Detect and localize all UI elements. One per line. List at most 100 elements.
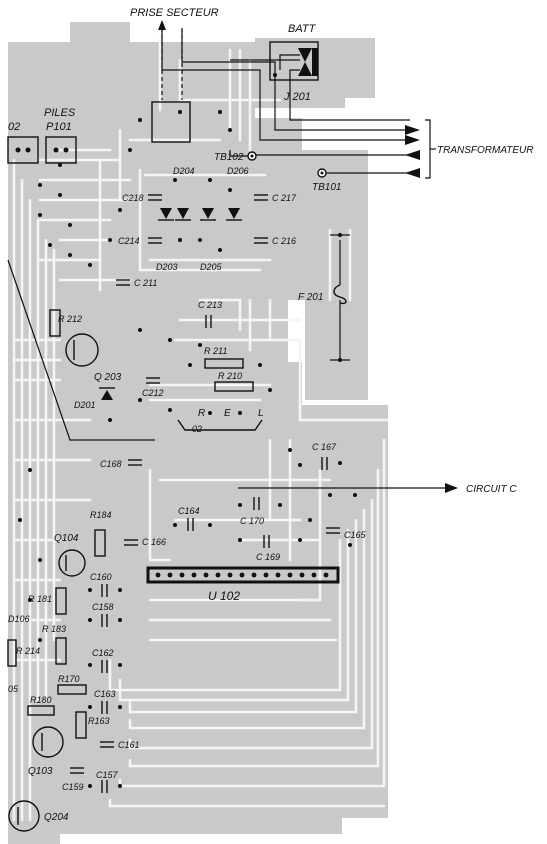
- fuse-f201: [333, 284, 347, 305]
- label-c163: C163: [94, 689, 116, 699]
- j201-box: [269, 41, 319, 81]
- label-c158: C158: [92, 602, 114, 612]
- label-c157: C157: [96, 770, 119, 780]
- p02-connector: [7, 136, 39, 164]
- label-c168: C168: [100, 459, 122, 469]
- label-c214: C214: [118, 236, 140, 246]
- label-r184: R184: [90, 510, 112, 520]
- label-u102: U 102: [208, 589, 240, 603]
- capacitor-c165: [326, 527, 340, 534]
- resistor-r211: [204, 358, 244, 369]
- diode-d203: [175, 208, 191, 221]
- solder-pads: [18, 73, 357, 788]
- capacitor-c216: [254, 237, 268, 244]
- capacitor-c168: [128, 459, 142, 466]
- capacitor-c218: [148, 194, 162, 201]
- capacitor-c162: [101, 660, 108, 673]
- label-j201: J 201: [283, 91, 311, 103]
- wiring: [7, 28, 450, 489]
- p101-connector: [45, 136, 77, 164]
- label-pin-02: 02: [192, 424, 202, 434]
- label-q203: Q 203: [94, 372, 122, 383]
- label-q204: Q204: [44, 812, 69, 823]
- label-f201: F 201: [298, 292, 323, 303]
- capacitor-c158: [101, 614, 108, 627]
- label-c170: C 170: [240, 516, 264, 526]
- label-r183: R 183: [42, 624, 66, 634]
- rel-connector: [177, 419, 263, 431]
- label-pin-e: E: [224, 408, 231, 419]
- diode-d206: [226, 208, 242, 221]
- transformateur-arrows: [405, 119, 436, 179]
- text-labels: PRISE SECTEUR BATT J 201 PILES P101 02 T…: [8, 7, 533, 823]
- label-pin-r: R: [198, 408, 205, 419]
- capacitor-c160: [101, 584, 108, 597]
- label-pin-l: L: [258, 408, 264, 419]
- resistor-r183: [55, 637, 67, 665]
- diode-d205: [200, 208, 216, 221]
- resistor-r184: [94, 529, 106, 557]
- label-r214: R 214: [16, 646, 40, 656]
- capacitor-c169: [263, 535, 270, 548]
- label-d205: D205: [200, 262, 223, 272]
- label-r211: R 211: [204, 346, 227, 356]
- label-r181: R 181: [28, 594, 52, 604]
- label-r170: R170: [58, 674, 80, 684]
- capacitor-c164: [187, 518, 194, 531]
- capacitor-c217: [254, 194, 268, 201]
- label-c160: C160: [90, 572, 112, 582]
- arrow-3: [405, 150, 420, 160]
- label-c217: C 217: [272, 193, 297, 203]
- label-p02: 02: [8, 121, 20, 133]
- label-p101: P101: [46, 121, 72, 133]
- label-batt: BATT: [288, 23, 317, 35]
- label-c159: C159: [62, 782, 84, 792]
- circuit-c-arrow: [445, 483, 458, 493]
- resistor-r214: [7, 639, 17, 667]
- resistor-r180: [27, 705, 55, 716]
- resistor-r163: [75, 711, 87, 739]
- capacitor-c167: [321, 457, 328, 470]
- transistor-q104: [58, 549, 86, 577]
- transformateur-bracket: [425, 119, 431, 179]
- label-q103: Q103: [28, 766, 53, 777]
- label-d201: D201: [74, 400, 96, 410]
- arrow-2: [405, 135, 420, 145]
- label-d204: D204: [173, 166, 195, 176]
- prise-secteur-block: [151, 101, 191, 143]
- capacitor-c214: [148, 237, 162, 244]
- label-c169: C 169: [256, 552, 280, 562]
- label-r210: R 210: [218, 371, 242, 381]
- label-r180: R180: [30, 695, 52, 705]
- diode-d204: [158, 208, 174, 221]
- transistor-q103: [32, 726, 64, 758]
- transistor-q204: [8, 800, 40, 832]
- capacitor-c213: [205, 315, 212, 328]
- terminal-tb102: [247, 151, 257, 161]
- label-c211: C 211: [134, 278, 157, 288]
- label-r163: R163: [88, 716, 110, 726]
- batt-connector: [298, 48, 318, 76]
- label-tb101: TB101: [312, 182, 341, 193]
- label-q104: Q104: [54, 533, 79, 544]
- label-d203: D203: [156, 262, 178, 272]
- label-c212: C212: [142, 388, 164, 398]
- prise-arrow: [158, 20, 166, 30]
- resistor-r181: [55, 587, 67, 615]
- capacitor-c212: [146, 377, 160, 384]
- resistor-r210: [214, 381, 254, 392]
- capacitor-c161: [100, 741, 114, 748]
- label-circuit-c: CIRCUIT C: [466, 484, 517, 495]
- label-tb102: TB102: [214, 152, 244, 163]
- label-c166: C 166: [142, 537, 166, 547]
- label-piles: PILES: [44, 107, 76, 119]
- label-c161: C161: [118, 740, 140, 750]
- label-q05: 05: [8, 684, 19, 694]
- label-r212: R 212: [58, 314, 82, 324]
- capacitor-c159: [70, 767, 84, 774]
- label-prise-secteur: PRISE SECTEUR: [130, 7, 219, 19]
- trace-network: [12, 38, 390, 822]
- label-c162: C162: [92, 648, 114, 658]
- label-c218: C218: [122, 193, 144, 203]
